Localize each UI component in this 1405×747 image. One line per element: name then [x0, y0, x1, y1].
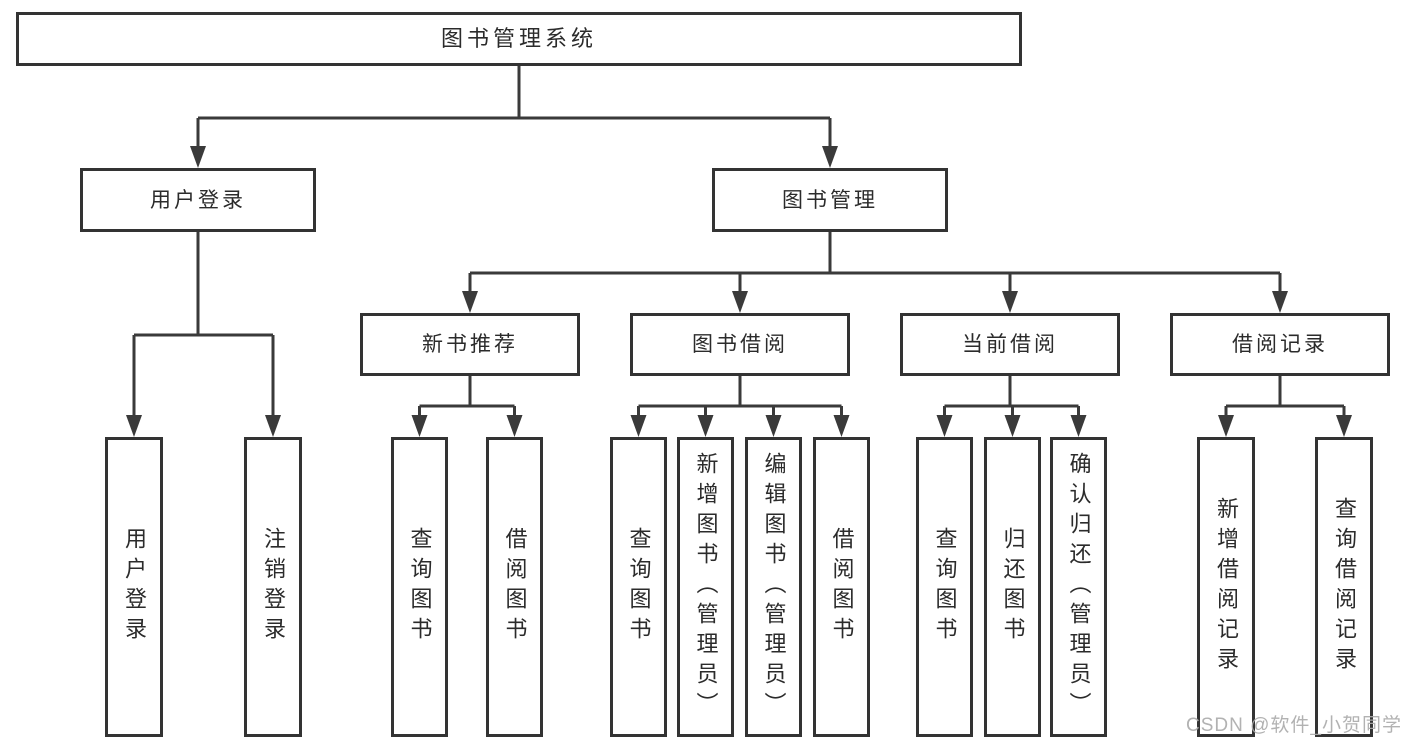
leaf-add-borrow-record-label: 新增借阅记录 — [1214, 497, 1239, 677]
leaf-confirm-return-admin: 确认归还（管理员） — [1050, 437, 1107, 737]
node-new-book-recommendation-label: 新书推荐 — [422, 333, 518, 356]
node-user-login-label: 用户登录 — [150, 188, 246, 212]
node-book-borrowing: 图书借阅 — [630, 313, 850, 376]
node-book-management-label: 图书管理 — [782, 188, 878, 212]
leaf-add-book-admin: 新增图书（管理员） — [677, 437, 734, 737]
leaf-borrow-query-books: 查询图书 — [610, 437, 667, 737]
leaf-current-query-books-label: 查询图书 — [932, 527, 958, 647]
leaf-logout-label: 注销登录 — [261, 527, 286, 647]
leaf-user-login: 用户登录 — [105, 437, 163, 737]
leaf-query-borrow-record-label: 查询借阅记录 — [1332, 497, 1357, 677]
leaf-add-book-admin-label: 新增图书（管理员） — [693, 452, 719, 722]
node-new-book-recommendation: 新书推荐 — [360, 313, 580, 376]
leaf-query-borrow-record: 查询借阅记录 — [1315, 437, 1373, 737]
leaf-current-query-books: 查询图书 — [916, 437, 973, 737]
node-library-system: 图书管理系统 — [16, 12, 1022, 66]
leaf-add-borrow-record: 新增借阅记录 — [1197, 437, 1255, 737]
leaf-newbook-query-books-label: 查询图书 — [407, 527, 433, 647]
node-current-borrowing: 当前借阅 — [900, 313, 1120, 376]
node-book-management: 图书管理 — [712, 168, 948, 232]
node-borrowing-records: 借阅记录 — [1170, 313, 1390, 376]
arrowheads — [126, 146, 1352, 437]
leaf-confirm-return-admin-label: 确认归还（管理员） — [1066, 452, 1092, 722]
leaf-edit-book-admin: 编辑图书（管理员） — [745, 437, 802, 737]
leaf-user-login-label: 用户登录 — [122, 527, 147, 647]
node-user-login: 用户登录 — [80, 168, 316, 232]
leaf-newbook-borrow-books-label: 借阅图书 — [502, 527, 528, 647]
leaf-return-books-label: 归还图书 — [1000, 527, 1026, 647]
leaf-newbook-query-books: 查询图书 — [391, 437, 448, 737]
node-library-system-label: 图书管理系统 — [440, 26, 597, 51]
leaf-borrow-borrow-books-label: 借阅图书 — [829, 527, 855, 647]
leaf-newbook-borrow-books: 借阅图书 — [486, 437, 543, 737]
leaf-return-books: 归还图书 — [984, 437, 1041, 737]
node-borrowing-records-label: 借阅记录 — [1232, 333, 1328, 356]
leaf-borrow-borrow-books: 借阅图书 — [813, 437, 870, 737]
node-current-borrowing-label: 当前借阅 — [962, 333, 1058, 356]
leaf-borrow-query-books-label: 查询图书 — [626, 527, 652, 647]
leaf-logout: 注销登录 — [244, 437, 302, 737]
leaf-edit-book-admin-label: 编辑图书（管理员） — [761, 452, 787, 722]
node-book-borrowing-label: 图书借阅 — [692, 333, 788, 356]
watermark: CSDN @软件_小贺同学 — [1186, 715, 1402, 736]
